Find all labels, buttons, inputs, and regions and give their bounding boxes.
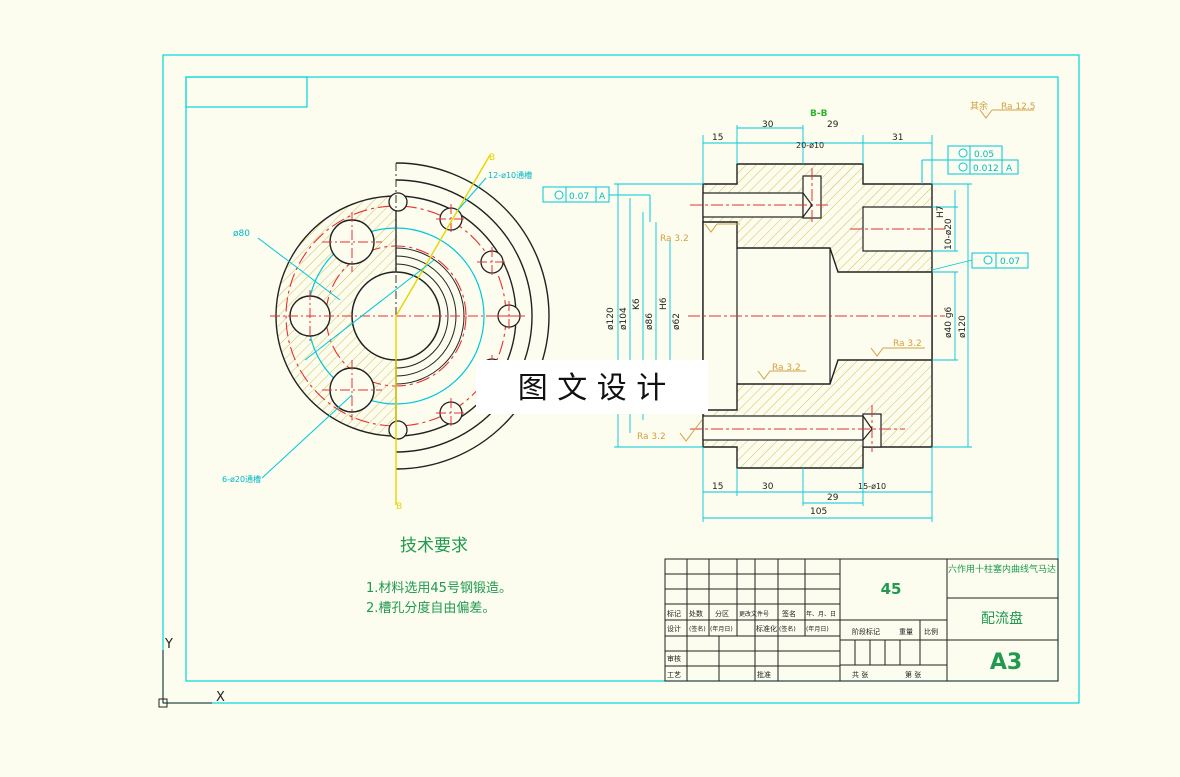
- dia-104-left: ø104: [619, 307, 629, 330]
- cut-label-top: B: [489, 153, 495, 163]
- section-view: [542, 109, 1034, 522]
- tb-standard-date: (年月日): [806, 625, 829, 633]
- dim-top-30: 30: [762, 120, 774, 130]
- dim-top-15: 15: [712, 133, 723, 143]
- tech-title: 技术要求: [400, 536, 468, 556]
- tb-process: 工艺: [667, 671, 681, 679]
- tb-sign: 签名: [782, 609, 796, 618]
- tb-approve: 批准: [757, 670, 771, 679]
- tb-date: 年、月、日: [806, 610, 836, 618]
- ucs-y: Y: [164, 637, 173, 652]
- dim-bottom-30: 30: [762, 482, 774, 492]
- dia-120-left: ø120: [606, 307, 616, 330]
- inner-border: [185, 76, 1059, 682]
- dim-top-31: 31: [892, 133, 903, 143]
- dim-bottom-15: 15: [712, 482, 723, 492]
- cut-label-bottom: B: [396, 502, 402, 512]
- dia-62-left: ø62: [672, 313, 682, 330]
- tech-item-1: 1.材料选用45号钢锻造。: [366, 581, 512, 596]
- tolerance-top-1: 0.05: [974, 150, 994, 160]
- holes-top-label: 12-ø10通槽: [488, 170, 532, 180]
- holes-bottom-label: 6-ø20通槽: [222, 474, 261, 484]
- fit-h6: H6: [659, 297, 669, 310]
- tb-standard: 标准化: [756, 624, 777, 633]
- title-block-grid: [664, 558, 1059, 682]
- tolerance-top-datum: A: [1006, 164, 1013, 174]
- dia-40-right: ø40 g6: [944, 306, 954, 338]
- ucs-x: X: [216, 690, 225, 705]
- tb-review: 审核: [667, 654, 681, 663]
- dia-80-label: ø80: [233, 229, 250, 239]
- material-cell: 45: [881, 580, 902, 598]
- dim-bottom-105: 105: [810, 507, 827, 517]
- tb-weight: 重量: [899, 628, 913, 636]
- tb-zone: 分区: [715, 609, 729, 618]
- tolerance-left-datum: A: [599, 192, 606, 202]
- surface-rest-label: 其余: [970, 100, 988, 112]
- roughness-4: Ra 3.2: [637, 432, 666, 442]
- tb-ratio: 比例: [924, 627, 938, 636]
- tolerance-top-2: 0.012: [973, 164, 999, 174]
- tb-design-sign: (签名): [689, 625, 706, 633]
- roughness-1: Ra 3.2: [660, 234, 689, 244]
- end-view: [257, 154, 550, 505]
- roughness-3: Ra 3.2: [772, 363, 801, 373]
- hole-bottom-label: 15-ø10: [858, 482, 886, 491]
- tolerance-left-value: 0.07: [569, 192, 589, 202]
- hole-top-label: 20-ø10: [796, 141, 824, 150]
- part-name: 配流盘: [981, 610, 1023, 627]
- tb-design: 设计: [667, 624, 681, 633]
- roughness-2: Ra 3.2: [893, 339, 922, 349]
- dia-120-right: ø120: [958, 315, 968, 338]
- watermark-text: 图 文 设 计: [518, 371, 667, 406]
- fit-k6: K6: [632, 298, 642, 310]
- tb-sheet-no: 第 张: [905, 670, 921, 679]
- surface-rest-value: Ra 12.5: [1001, 102, 1035, 112]
- dim-top-29: 29: [827, 120, 839, 130]
- tb-mark: 标记: [667, 609, 681, 618]
- dia-20-right: 10-ø20: [944, 218, 954, 250]
- ucs-icon: [158, 650, 212, 708]
- watermark-box: [476, 360, 708, 414]
- tb-total: 共 张: [852, 670, 868, 679]
- dia-86-left: ø86: [645, 313, 655, 330]
- outer-border: [162, 54, 1080, 704]
- sheet-size: A3: [990, 650, 1022, 675]
- project-name: 六作用十柱塞内曲线气马达: [948, 563, 1056, 575]
- section-label: B-B: [810, 109, 828, 119]
- tolerance-right: 0.07: [1000, 257, 1020, 267]
- tech-item-2: 2.槽孔分度自由偏差。: [366, 600, 495, 616]
- fit-h7: H7: [936, 206, 946, 219]
- tb-change-doc: 更改文件号: [739, 610, 769, 618]
- tb-standard-sign: (签名): [779, 625, 796, 633]
- code-box: [185, 76, 308, 108]
- dim-bottom-29: 29: [827, 493, 839, 503]
- tb-design-date: (年月日): [710, 625, 733, 633]
- tb-count: 处数: [689, 609, 703, 618]
- tb-stage: 阶段标记: [852, 627, 880, 636]
